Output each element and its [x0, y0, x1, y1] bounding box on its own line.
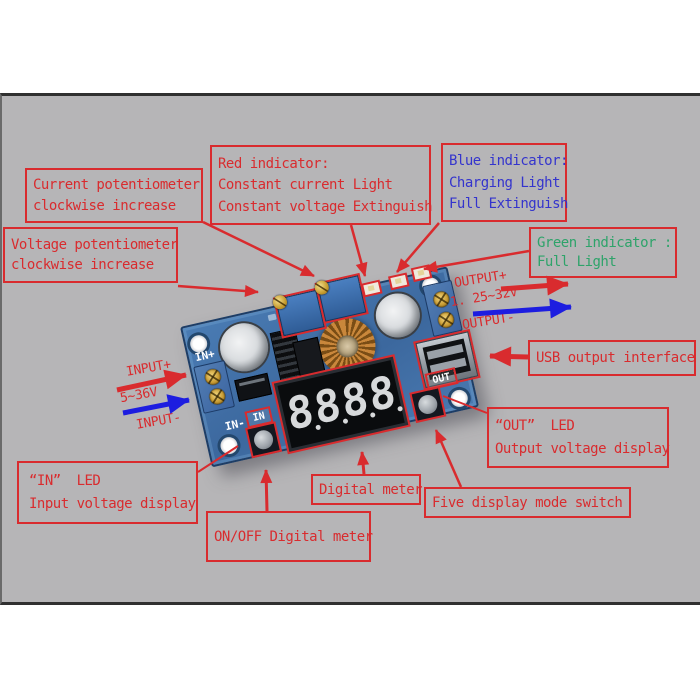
callout-blue-indicator: Blue indicator: Charging Light Full Exti… — [441, 143, 568, 222]
callout-line: Green indicator : — [537, 235, 672, 251]
callout-line: Blue indicator: — [449, 153, 568, 170]
callout-line: “OUT” LED — [495, 418, 575, 435]
callout-line: Red indicator: — [218, 155, 330, 172]
callout-current-potentiometer: Current potentiometer clockwise increase — [25, 168, 203, 223]
trimmer-potentiometer-current — [275, 289, 325, 337]
mounting-hole — [449, 388, 470, 409]
terminal-screw — [431, 289, 451, 309]
callout-line: Output voltage display — [495, 440, 670, 457]
callout-line: Voltage potentiometer — [11, 236, 178, 253]
diode — [234, 372, 273, 402]
usb-contact — [427, 344, 464, 360]
callout-line: Constant current Light — [218, 177, 393, 193]
callout-line: USB output interface — [536, 350, 695, 366]
display-digit: 8 — [365, 366, 400, 423]
mounting-hole — [218, 435, 240, 456]
in-button — [247, 423, 280, 456]
terminal-screw — [436, 310, 456, 330]
capacitor-output — [371, 289, 425, 342]
led-blue-indicator — [390, 274, 408, 288]
callout-digital-meter: Digital meter — [311, 474, 423, 505]
callout-line: Charging Light — [449, 174, 561, 191]
decimal-dot — [397, 405, 404, 412]
callout-in-led: “IN” LED Input voltage display — [17, 461, 198, 524]
callout-out-led: “OUT” LED Output voltage display — [487, 407, 670, 468]
callout-line: Constant voltage Extinguish — [218, 198, 433, 215]
callout-usb-output: USB output interface — [528, 340, 696, 376]
callout-line: clockwise increase — [11, 257, 154, 274]
silk-in-minus: IN- — [223, 416, 247, 434]
terminal-screw — [203, 367, 223, 387]
callout-line: Full Extinguish — [449, 195, 568, 212]
led-red-indicator — [363, 282, 381, 296]
silk-in-plus: IN+ — [193, 347, 217, 365]
callout-onoff-digital-meter: ON/OFF Digital meter — [206, 511, 373, 562]
callout-line: Digital meter — [319, 481, 423, 498]
terminal-screw — [207, 386, 227, 407]
callout-line: “IN” LED — [29, 473, 101, 489]
callout-voltage-potentiometer: Voltage potentiometer clockwise increase — [3, 227, 178, 283]
callout-line: clockwise increase — [33, 197, 176, 214]
callout-line: Current potentiometer — [33, 177, 200, 194]
input-terminal-block — [193, 359, 236, 414]
callout-red-indicator: Red indicator: Constant current Light Co… — [210, 145, 433, 225]
pcb-pad — [267, 313, 277, 322]
silk-in-label: IN — [246, 408, 272, 427]
callout-line: ON/OFF Digital meter — [214, 528, 373, 545]
callout-five-mode-switch: Five display mode switch — [424, 487, 631, 518]
callout-line: Full Light — [537, 254, 617, 270]
callout-line: Input voltage display — [29, 496, 196, 512]
callout-green-indicator: Green indicator : Full Light — [529, 227, 677, 278]
trimmer-potentiometer-voltage — [317, 275, 367, 322]
callout-line: Five display mode switch — [432, 494, 623, 511]
